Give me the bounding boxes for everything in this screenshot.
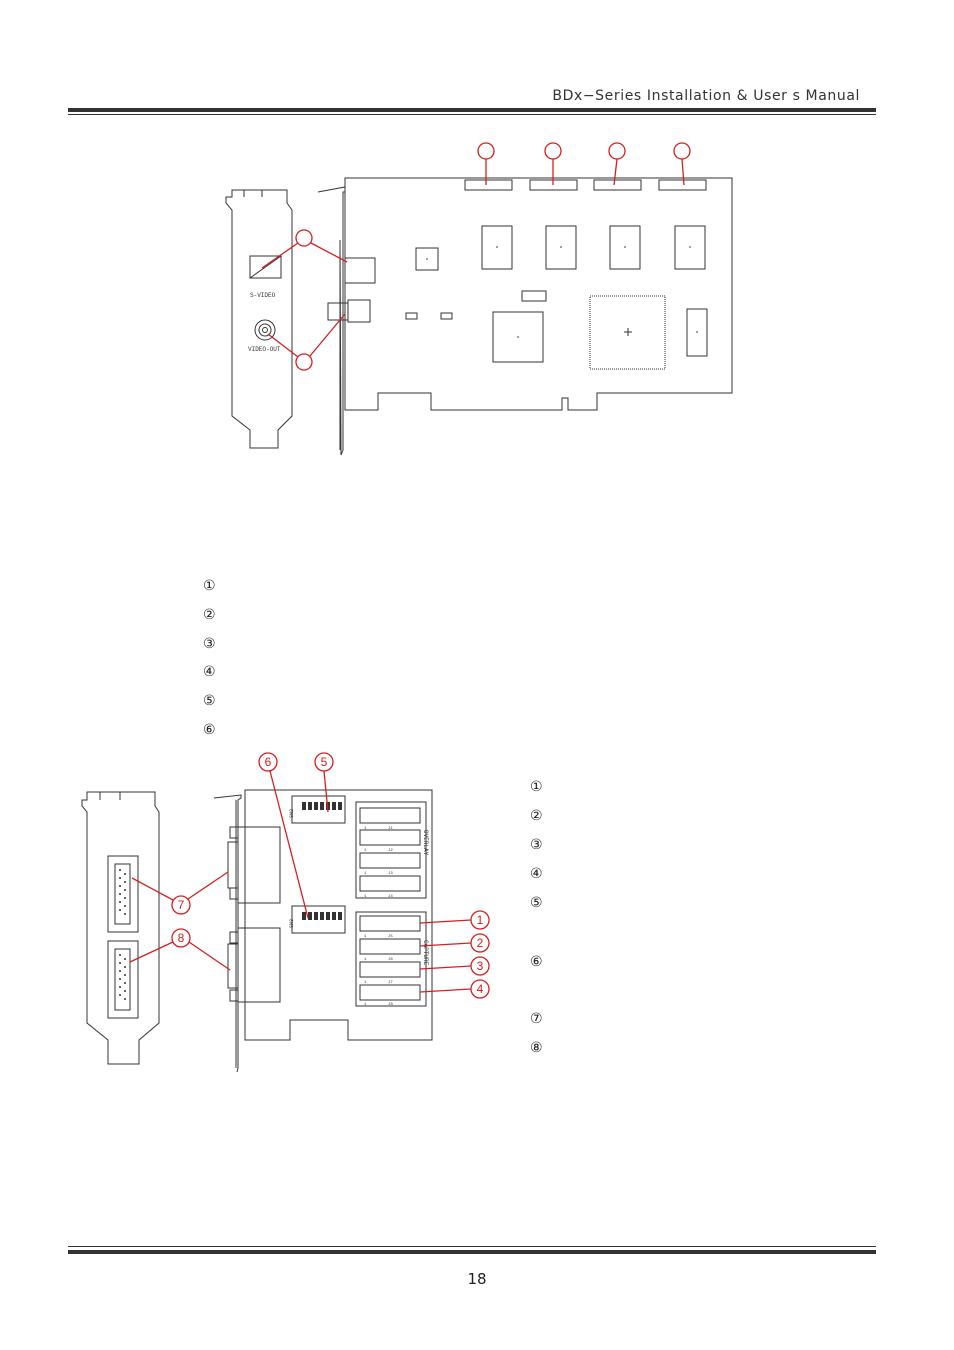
list-item: ⑤: [530, 895, 543, 911]
callout-number: 1: [477, 913, 484, 927]
capture-header-j5: [359, 915, 421, 932]
manual-header-title: BDx−Series Installation & User s Manual: [552, 88, 860, 104]
figure-top-board: S-VIDEO VIDEO-OUT: [225, 177, 733, 456]
pin-label: 1: [364, 981, 367, 985]
pcb-outline: [244, 789, 433, 1041]
list-item: ④: [203, 664, 216, 680]
svideo-jack: [344, 257, 376, 284]
list-item: ⑧: [530, 1040, 543, 1056]
decoder-chip: [492, 311, 544, 363]
callout-number: 5: [321, 755, 328, 769]
callout-number: 6: [265, 755, 272, 769]
overlay-header-j4: [359, 875, 421, 892]
memory-chip: [545, 225, 577, 270]
bracket-plate: [225, 189, 293, 449]
db15-connector-a: [107, 855, 139, 933]
video-out-connector: [254, 319, 276, 341]
callout-number: 2: [477, 936, 484, 950]
pin-label: J3: [388, 872, 393, 876]
page-number: 18: [467, 1270, 487, 1288]
figure-bottom-board: [81, 789, 433, 1073]
db15-connector-b: [107, 940, 139, 1019]
header-rule-thin: [68, 114, 876, 115]
dip-switch-sw3: [291, 905, 346, 934]
pin-label: J8: [388, 1003, 393, 1007]
overlay-header-j1: [359, 807, 421, 824]
capture-header-j6: [359, 938, 421, 955]
list-item: ⑤: [203, 693, 216, 709]
pin-label: 1: [364, 872, 367, 876]
list-item: ④: [530, 866, 543, 882]
pin-label: J5: [388, 935, 393, 939]
figure-bottom-callout-numbers: 6 5 7 8 1 2 3 4: [178, 755, 484, 996]
footer-rule: [68, 1250, 876, 1254]
pin-label: J2: [388, 849, 393, 853]
header-pin-labels: 1 J1 1 J2 1 J3 1 J4 1 J5 1 J6 1 J7 1 J8: [364, 827, 393, 1007]
capture-header-j7: [359, 961, 421, 978]
svideo-label: S-VIDEO: [250, 292, 276, 299]
callout-number: 4: [477, 982, 484, 996]
svideo-connector: [249, 255, 282, 279]
group-label-capture: CAPTURE: [422, 940, 429, 966]
callout-number: 7: [178, 898, 185, 912]
footer-rule-thin: [68, 1246, 876, 1247]
capture-header-j8: [359, 984, 421, 1001]
pin-label: J1: [388, 827, 393, 831]
pin-label: 1: [364, 895, 367, 899]
regulator-chip: [686, 308, 708, 357]
pin-label: 1: [364, 935, 367, 939]
header-connector: [464, 179, 513, 191]
list-item: ②: [203, 607, 216, 623]
pin-label: 1: [364, 827, 367, 831]
figure-bottom-callouts: [129, 752, 490, 999]
overlay-header-j2: [359, 829, 421, 846]
switch-label-sw2: SW2: [289, 809, 295, 818]
pin-label: J7: [388, 981, 393, 985]
pin-label: J6: [388, 958, 393, 962]
list-item: ③: [203, 636, 216, 652]
pin-label: 1: [364, 849, 367, 853]
video-jack: [347, 299, 371, 323]
list-item: ⑦: [530, 1011, 543, 1027]
header-rule: [68, 108, 876, 112]
list-item: ②: [530, 808, 543, 824]
header-connector: [593, 179, 642, 191]
pin-label: J4: [388, 895, 393, 899]
memory-chip: [609, 225, 641, 270]
list-item: ①: [203, 578, 216, 594]
figure-top-callouts: [261, 142, 691, 371]
header-connector: [658, 179, 707, 191]
memory-chip: [481, 225, 513, 270]
video-headers: [359, 807, 421, 1001]
db15-pins: [119, 869, 126, 1000]
list-item: ③: [530, 837, 543, 853]
callout-number: 3: [477, 959, 484, 973]
list-item: ①: [530, 779, 543, 795]
group-label-overlay: OVERLAY: [422, 830, 429, 856]
dip-switch-keys: [302, 802, 342, 920]
overlay-header-j3: [359, 852, 421, 869]
callout-number: 8: [178, 931, 185, 945]
list-item: ⑥: [203, 722, 216, 738]
pcb-outline: [344, 177, 733, 411]
list-item: ⑥: [530, 954, 543, 970]
dip-switch-sw2: [291, 795, 346, 824]
pin-label: 1: [364, 958, 367, 962]
pin-label: 1: [364, 1003, 367, 1007]
bracket-plate: [81, 791, 160, 1065]
small-chip: [415, 247, 439, 271]
video-out-label: VIDEO-OUT: [248, 346, 281, 353]
switch-label-sw3: SW3: [289, 919, 295, 928]
memory-chip: [674, 225, 706, 270]
